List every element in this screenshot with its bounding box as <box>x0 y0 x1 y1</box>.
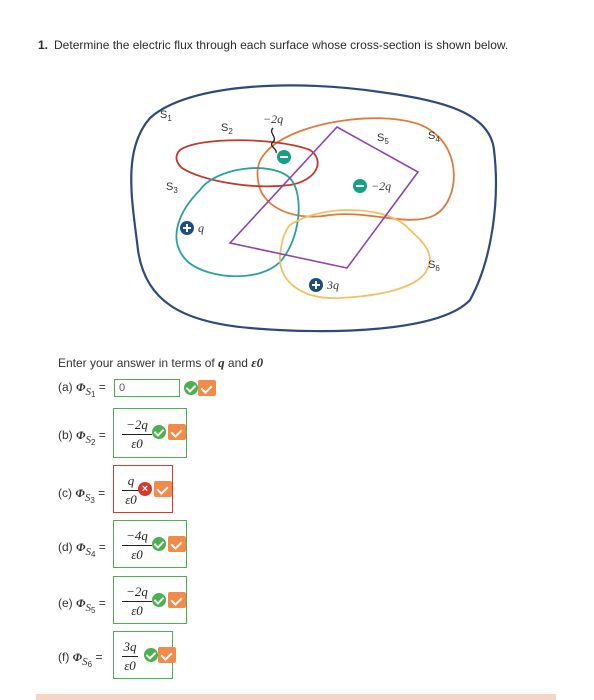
surface-s2 <box>175 139 319 188</box>
answer-label-b: (b) ΦS2 = <box>58 428 106 447</box>
negative-charge-mid <box>353 179 367 193</box>
positive-charge-3q <box>309 278 323 292</box>
label-s5: S5 <box>377 132 389 146</box>
correct-check-icon <box>152 425 166 439</box>
answer-input-f[interactable]: 3q ε0 <box>113 631 176 679</box>
label-s4: S4 <box>428 130 440 144</box>
answer-input-a[interactable]: 0 <box>114 379 180 397</box>
label-s6: S6 <box>428 259 440 273</box>
instruction-text: Enter your answer in terms of q and ε0 <box>58 355 264 370</box>
answer-label-a: (a) ΦS1 = <box>58 380 106 399</box>
var-epsilon: ε0 <box>251 355 264 370</box>
label-charge-3q: 3q <box>326 278 339 292</box>
correct-check-icon <box>152 593 166 607</box>
answer-input-d[interactable]: −4q ε0 <box>113 520 187 568</box>
feedback-flag-icon[interactable] <box>198 380 216 396</box>
squiggle-arrow <box>270 127 277 154</box>
answer-label-c: (c) ΦS3 = <box>58 486 106 505</box>
var-q: q <box>218 355 225 370</box>
answer-input-c[interactable]: q ε0 × <box>113 465 173 513</box>
surface-s6 <box>279 209 431 299</box>
numerator-f: 3q <box>122 639 138 657</box>
denominator-f: ε0 <box>124 658 136 673</box>
label-charge-top: −2q <box>263 112 283 126</box>
denominator-e: ε0 <box>131 603 143 618</box>
answer-label-f: (f) ΦS6 = <box>58 650 103 669</box>
label-s3: S3 <box>166 181 178 195</box>
correct-check-icon <box>144 648 158 662</box>
feedback-flag-icon[interactable] <box>168 424 186 440</box>
denominator-c: ε0 <box>125 492 137 507</box>
denominator-d: ε0 <box>131 547 143 562</box>
incorrect-x-icon: × <box>138 482 152 496</box>
feedback-flag-icon[interactable] <box>168 536 186 552</box>
bottom-feedback-bar <box>36 694 556 700</box>
positive-charge-q <box>180 221 194 235</box>
question-prompt: Determine the electric flux through each… <box>54 38 509 52</box>
negative-charge-top <box>277 150 291 164</box>
surface-s5 <box>228 125 420 269</box>
correct-check-icon <box>152 537 166 551</box>
numerator-d: −4q <box>122 528 152 546</box>
feedback-flag-icon[interactable] <box>158 647 176 663</box>
numerator-b: −2q <box>122 417 152 435</box>
denominator-b: ε0 <box>131 436 143 451</box>
numerator-e: −2q <box>122 584 152 602</box>
answer-input-b[interactable]: −2q ε0 <box>113 408 187 458</box>
feedback-flag-icon[interactable] <box>154 481 172 497</box>
answer-input-e[interactable]: −2q ε0 <box>113 576 187 624</box>
question-number: 1. <box>38 38 49 52</box>
correct-check-icon <box>184 381 198 395</box>
surface-s4 <box>256 117 455 221</box>
feedback-flag-icon[interactable] <box>168 592 186 608</box>
label-s2: S2 <box>221 122 233 136</box>
question-text: 1. Determine the electric flux through ea… <box>38 38 508 52</box>
numerator-c: q <box>122 473 140 491</box>
answer-label-e: (e) ΦS5 = <box>58 596 106 615</box>
label-charge-mid: −2q <box>371 179 391 193</box>
label-s1: S1 <box>160 109 172 123</box>
surface-s1 <box>130 84 498 333</box>
flux-diagram: S1 S2 S3 S4 S5 S6 −2q −2q q 3q <box>130 84 498 333</box>
label-charge-q: q <box>198 221 204 235</box>
answer-label-d: (d) ΦS4 = <box>58 540 106 559</box>
